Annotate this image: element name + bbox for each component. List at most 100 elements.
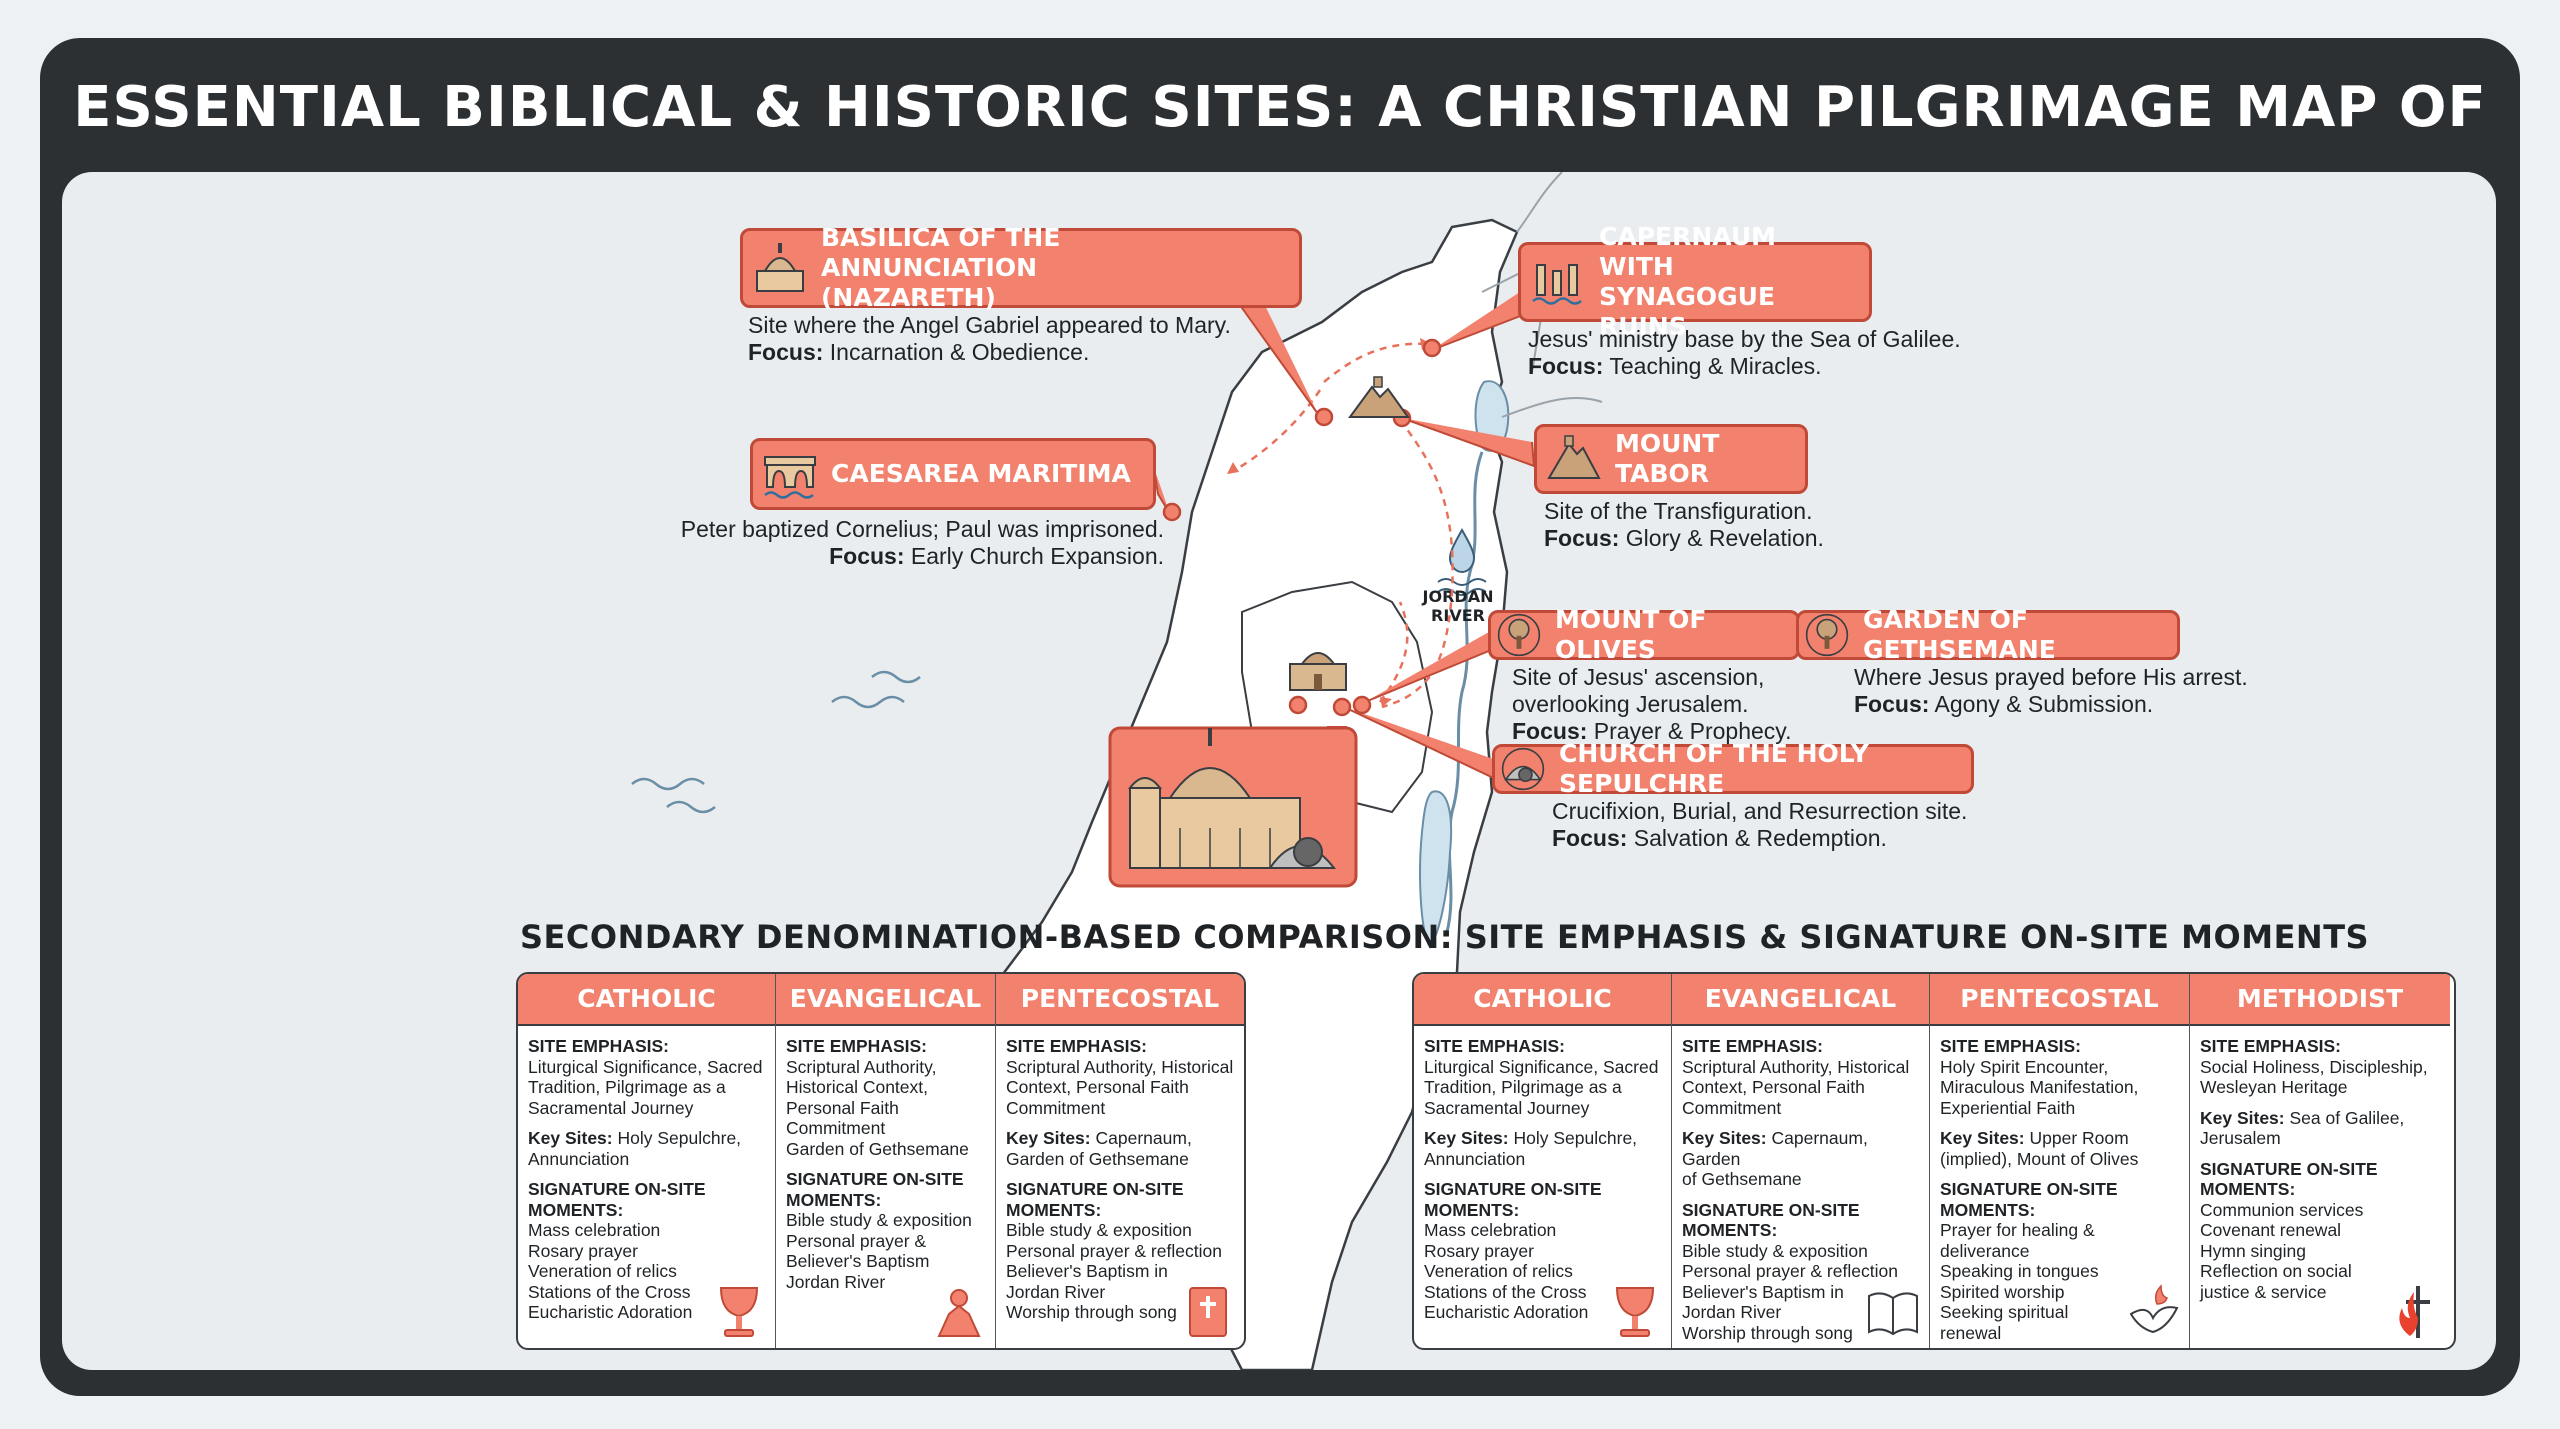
moment-item: Personal prayer & — [786, 1230, 927, 1251]
table-left-col-evangelical: EVANGELICAL SITE EMPHASIS: Scriptural Au… — [776, 974, 996, 1348]
moment-item: Hymn singing — [2200, 1240, 2307, 1261]
moment-item: Seeking spiritual — [1940, 1302, 2069, 1322]
chalice-icon — [719, 1287, 759, 1337]
emphasis-text: Liturgical Significance, Sacred Traditio… — [1424, 1056, 1659, 1118]
moment-item: Spirited worship — [1940, 1281, 2065, 1302]
moment-item: Bible study & exposition — [1682, 1240, 1868, 1261]
label-capernaum[interactable]: CAPERNAUM WITH SYNAGOGUE RUINS — [1518, 222, 1872, 341]
key-sites-label: Key Sites: — [528, 1128, 613, 1148]
basilica-icon — [756, 243, 804, 292]
jordan-river-label-line1: JORDAN — [1422, 587, 1494, 606]
focus-label: Focus: — [748, 339, 824, 365]
emphasis-text: Social Holiness, Discipleship, Wesleyan … — [2200, 1056, 2428, 1098]
capernaum-marker — [1422, 338, 1442, 358]
table-right-col-pentecostal: PENTECOSTAL SITE EMPHASIS: Holy Spirit E… — [1930, 974, 2190, 1348]
site-emphasis-label: SITE EMPHASIS: — [786, 1036, 927, 1056]
moment-item: Worship through song — [1006, 1302, 1177, 1322]
colhead: PENTECOSTAL — [996, 974, 1244, 1026]
label-gethsemane-text: GARDEN OF GETHSEMANE — [1863, 605, 2056, 664]
focus-capernaum: Teaching & Miracles. — [1609, 353, 1822, 379]
tomb-icon — [1501, 747, 1545, 791]
emphasis-text: Liturgical Significance, Sacred Traditio… — [528, 1056, 763, 1118]
site-emphasis-label: SITE EMPHASIS: — [2200, 1036, 2341, 1056]
colbody: SITE EMPHASIS: Scriptural Authority, His… — [996, 1026, 1244, 1333]
praying-person-icon — [937, 1289, 981, 1337]
comparison-table-left: CATHOLIC SITE EMPHASIS: Liturgical Signi… — [516, 972, 1246, 1350]
olive-tree-icon — [1805, 613, 1849, 657]
olive-tree-icon — [1497, 613, 1541, 657]
moment-item: Eucharistic Adoration — [528, 1302, 693, 1322]
label-sepulchre[interactable]: CHURCH OF THE HOLY SEPULCHRE — [1492, 739, 1974, 798]
emphasis-text: Holy Spirit Encounter, Miraculous Manife… — [1940, 1056, 2139, 1118]
label-tabor[interactable]: MOUNT TABOR — [1534, 424, 1808, 494]
label-annunciation[interactable]: BASILICA OF THE ANNUNCIATION (NAZARETH) — [740, 223, 1302, 312]
desc-sepulchre: Crucifixion, Burial, and Resurrection si… — [1552, 798, 1967, 852]
aqueduct-icon — [764, 456, 816, 499]
caesarea-marker — [1162, 502, 1182, 522]
cross-flame-icon — [2399, 1286, 2430, 1338]
desc-olives-text: Site of Jesus' ascension, overlooking Je… — [1512, 664, 1765, 717]
key-sites-label: Key Sites: — [1424, 1128, 1509, 1148]
label-olives[interactable]: MOUNT OF OLIVES — [1488, 605, 1800, 664]
site-emphasis-label: SITE EMPHASIS: — [1682, 1036, 1823, 1056]
moment-item: Mass celebration — [528, 1220, 661, 1240]
colbody: SITE EMPHASIS: Liturgical Significance, … — [518, 1026, 775, 1333]
emphasis-text: Scriptural Authority, Historical Context… — [1682, 1056, 1910, 1118]
moment-item: Reflection on social — [2200, 1261, 2352, 1281]
colbody: SITE EMPHASIS: Liturgical Significance, … — [1414, 1026, 1671, 1333]
moment-item: Worship through song — [1682, 1322, 1853, 1343]
label-olives-text: MOUNT OF OLIVES — [1555, 605, 1707, 664]
chalice-icon — [1615, 1287, 1655, 1337]
desc-gethsemane: Where Jesus prayed before His arrest. Fo… — [1854, 664, 2248, 718]
desc-capernaum: Jesus' ministry base by the Sea of Galil… — [1528, 326, 1961, 380]
colbody: SITE EMPHASIS: Holy Spirit Encounter, Mi… — [1930, 1026, 2189, 1348]
site-emphasis-label: SITE EMPHASIS: — [1424, 1036, 1565, 1056]
site-emphasis-label: SITE EMPHASIS: — [1940, 1036, 2081, 1056]
comparison-table-right: CATHOLIC SITE EMPHASIS: Liturgical Signi… — [1412, 972, 2456, 1350]
label-caesarea-text: CAESAREA MARITIMA — [831, 459, 1131, 488]
key-sites-text: Sea of Galilee, Jerusalem — [2200, 1107, 2405, 1149]
colbody: SITE EMPHASIS: Scriptural Authority, His… — [776, 1026, 995, 1302]
moment-item: Jordan River — [1682, 1302, 1782, 1322]
desc-sepulchre-text: Crucifixion, Burial, and Resurrection si… — [1552, 798, 1968, 824]
site-emphasis-label: SITE EMPHASIS: — [528, 1036, 669, 1056]
moments-label: SIGNATURE ON-SITE MOMENTS: — [1006, 1179, 1184, 1220]
desc-caesarea: Peter baptized Cornelius; Paul was impri… — [636, 516, 1164, 570]
page-title: ESSENTIAL BIBLICAL & HISTORIC SITES: A C… — [73, 75, 2487, 280]
desc-annunciation-text: Site where the Angel Gabriel appeared to… — [748, 312, 1231, 338]
colhead: PENTECOSTAL — [1930, 974, 2189, 1026]
focus-label: Focus: — [1544, 525, 1620, 551]
focus-annunciation: Incarnation & Obedience. — [829, 339, 1090, 365]
label-annunciation-text: BASILICA OF THE ANNUNCIATION (NAZARETH) — [821, 223, 1061, 312]
bible-icon — [1189, 1287, 1227, 1337]
desc-tabor-text: Site of the Transfiguration. — [1544, 498, 1813, 524]
moment-item: Jordan River — [786, 1271, 886, 1292]
focus-label: Focus: — [1854, 691, 1930, 717]
table-right-col-methodist: METHODIST SITE EMPHASIS: Social Holiness… — [2190, 974, 2450, 1348]
label-caesarea[interactable]: CAESAREA MARITIMA — [750, 438, 1156, 510]
key-sites-label: Key Sites: — [1682, 1128, 1767, 1148]
church-icon — [1289, 652, 1347, 691]
map-panel: JORDAN RIVER — [62, 172, 2496, 1370]
moment-item: Bible study & exposition — [1006, 1220, 1192, 1240]
moments-label: SIGNATURE ON-SITE MOMENTS: — [2200, 1158, 2378, 1200]
focus-sepulchre: Salvation & Redemption. — [1633, 825, 1887, 851]
focus-caesarea: Early Church Expansion. — [910, 543, 1164, 569]
emphasis-text: Scriptural Authority, Historical Context… — [786, 1056, 969, 1159]
key-sites-label: Key Sites: — [1940, 1128, 2025, 1148]
moment-item: Prayer for healing & — [1940, 1220, 2095, 1240]
moments-label: SIGNATURE ON-SITE MOMENTS: — [528, 1179, 706, 1220]
moment-item: justice & service — [2200, 1281, 2327, 1302]
moments-label: SIGNATURE ON-SITE MOMENTS: — [1424, 1179, 1602, 1220]
moments-label: SIGNATURE ON-SITE MOMENTS: — [786, 1169, 964, 1210]
key-sites-text: Capernaum, Garden of Gethsemane — [1006, 1128, 1192, 1169]
desc-gethsemane-text: Where Jesus prayed before His arrest. — [1854, 664, 2248, 690]
label-gethsemane[interactable]: GARDEN OF GETHSEMANE — [1796, 605, 2180, 664]
gethsemane-marker — [1332, 697, 1352, 717]
table-left-col-pentecostal: PENTECOSTAL SITE EMPHASIS: Scriptural Au… — [996, 974, 1244, 1348]
label-tabor-text: MOUNT TABOR — [1615, 429, 1720, 488]
focus-label: Focus: — [1528, 353, 1604, 379]
moment-item: Stations of the Cross — [1424, 1281, 1587, 1302]
site-emphasis-label: SITE EMPHASIS: — [1006, 1036, 1147, 1056]
key-sites-label: Key Sites: — [1006, 1128, 1091, 1148]
